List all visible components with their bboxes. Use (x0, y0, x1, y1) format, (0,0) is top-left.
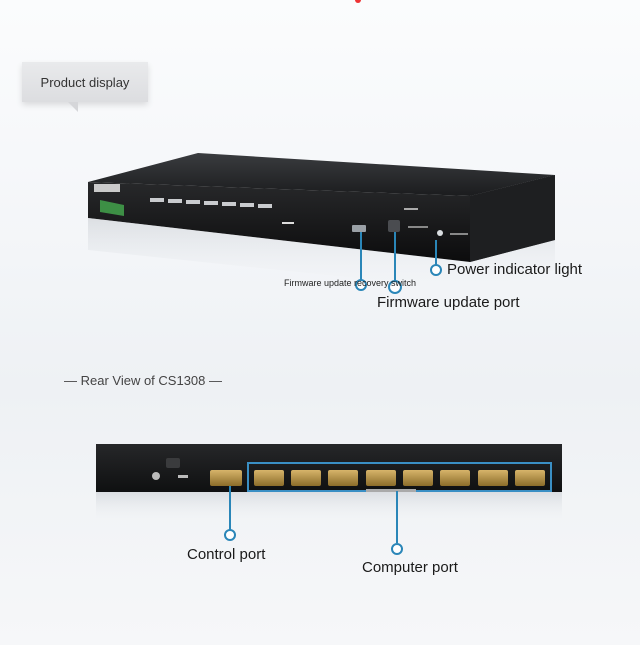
ground-icon (152, 472, 160, 480)
front-unit-face (88, 175, 555, 262)
power-led (437, 230, 443, 236)
aten-logo (94, 184, 120, 192)
power-socket (166, 458, 180, 468)
firmware-switch (352, 225, 366, 232)
front-callout-lines (355, 232, 442, 294)
tag-label: Product display (40, 74, 130, 90)
firmware-port (388, 220, 400, 232)
firmware-switch-label: Firmware update recovery switch (284, 278, 417, 288)
firmware-port-label: Firmware update port (377, 294, 520, 311)
rear-callout-lines (224, 486, 403, 555)
computer-ports (254, 470, 545, 486)
rear-view-title: — Rear View of CS1308 — (64, 373, 222, 388)
power-light-label: Power indicator light (447, 261, 583, 278)
top-marker (355, 0, 361, 3)
control-port-label: Control port (187, 546, 266, 563)
front-unit-top (88, 153, 555, 196)
computer-port-label: Computer port (362, 559, 458, 576)
control-port (210, 470, 242, 486)
front-port-buttons (150, 198, 272, 208)
product-display-tag: Product display (22, 62, 148, 112)
green-badge-icon (100, 200, 124, 216)
